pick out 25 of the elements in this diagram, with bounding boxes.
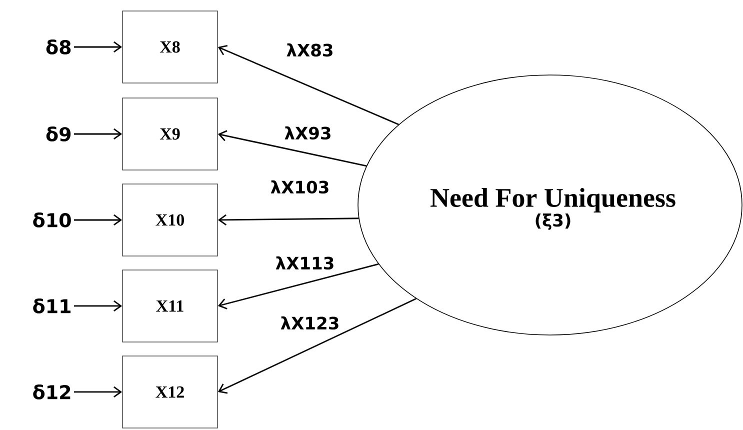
error-term: δ10	[33, 212, 71, 228]
edge-label: λX103	[269, 179, 331, 195]
arrow	[74, 41, 122, 53]
arrow	[74, 128, 122, 140]
edge-label: λX113	[274, 255, 336, 271]
arrow	[74, 386, 122, 398]
error-term: δ8	[46, 40, 71, 54]
edge-label: λX93	[283, 125, 333, 141]
error-term: δ11	[33, 298, 70, 314]
indicator-box: X12	[122, 356, 218, 428]
arrow	[218, 263, 379, 310]
error-term: δ9	[46, 126, 71, 142]
arrow	[218, 214, 359, 226]
indicator-box: X10	[122, 184, 218, 256]
arrow	[218, 44, 399, 126]
indicator-box: X9	[122, 98, 218, 170]
arrow	[218, 130, 367, 167]
error-term: δ12	[33, 384, 70, 400]
edge-label: λX83	[285, 42, 335, 58]
arrow	[74, 300, 122, 312]
arrow	[74, 214, 122, 226]
edge-label: λX123	[279, 315, 341, 331]
arrow	[218, 298, 416, 394]
indicator-box: X8	[122, 10, 218, 84]
indicator-box: X11	[122, 270, 218, 342]
